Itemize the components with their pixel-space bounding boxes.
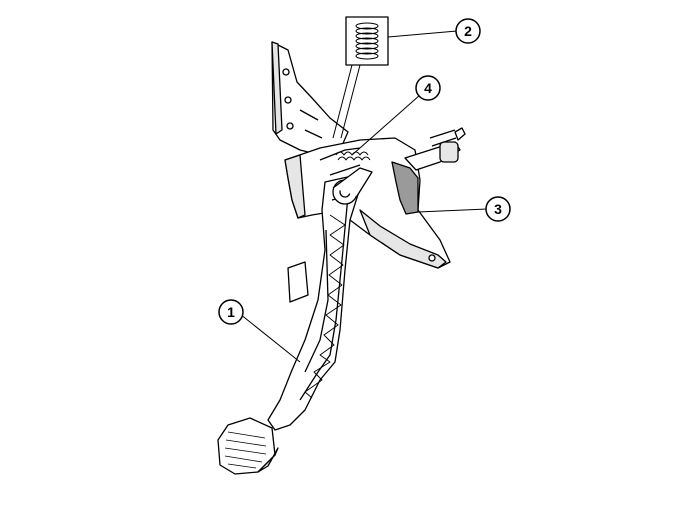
spring-inset (345, 16, 389, 66)
leader-line-1 (239, 313, 301, 363)
callout-label-4: 4 (424, 80, 432, 96)
callout-4: 4 (415, 75, 441, 101)
pivot-hub (332, 167, 373, 205)
pedal-pad (217, 417, 279, 475)
callout-1: 1 (218, 299, 244, 325)
leader-line-2b (332, 64, 353, 139)
leader-line-2c (340, 64, 361, 139)
callout-label-1: 1 (227, 304, 235, 320)
callout-label-3: 3 (494, 201, 502, 217)
mounting-bracket (271, 41, 349, 156)
leader-line-3 (417, 208, 488, 213)
callout-label-2: 2 (464, 23, 472, 39)
master-cylinder (391, 127, 466, 215)
callout-2: 2 (455, 18, 481, 44)
callout-3: 3 (485, 196, 511, 222)
leader-line-2 (387, 30, 458, 38)
leader-line-4 (351, 94, 421, 156)
